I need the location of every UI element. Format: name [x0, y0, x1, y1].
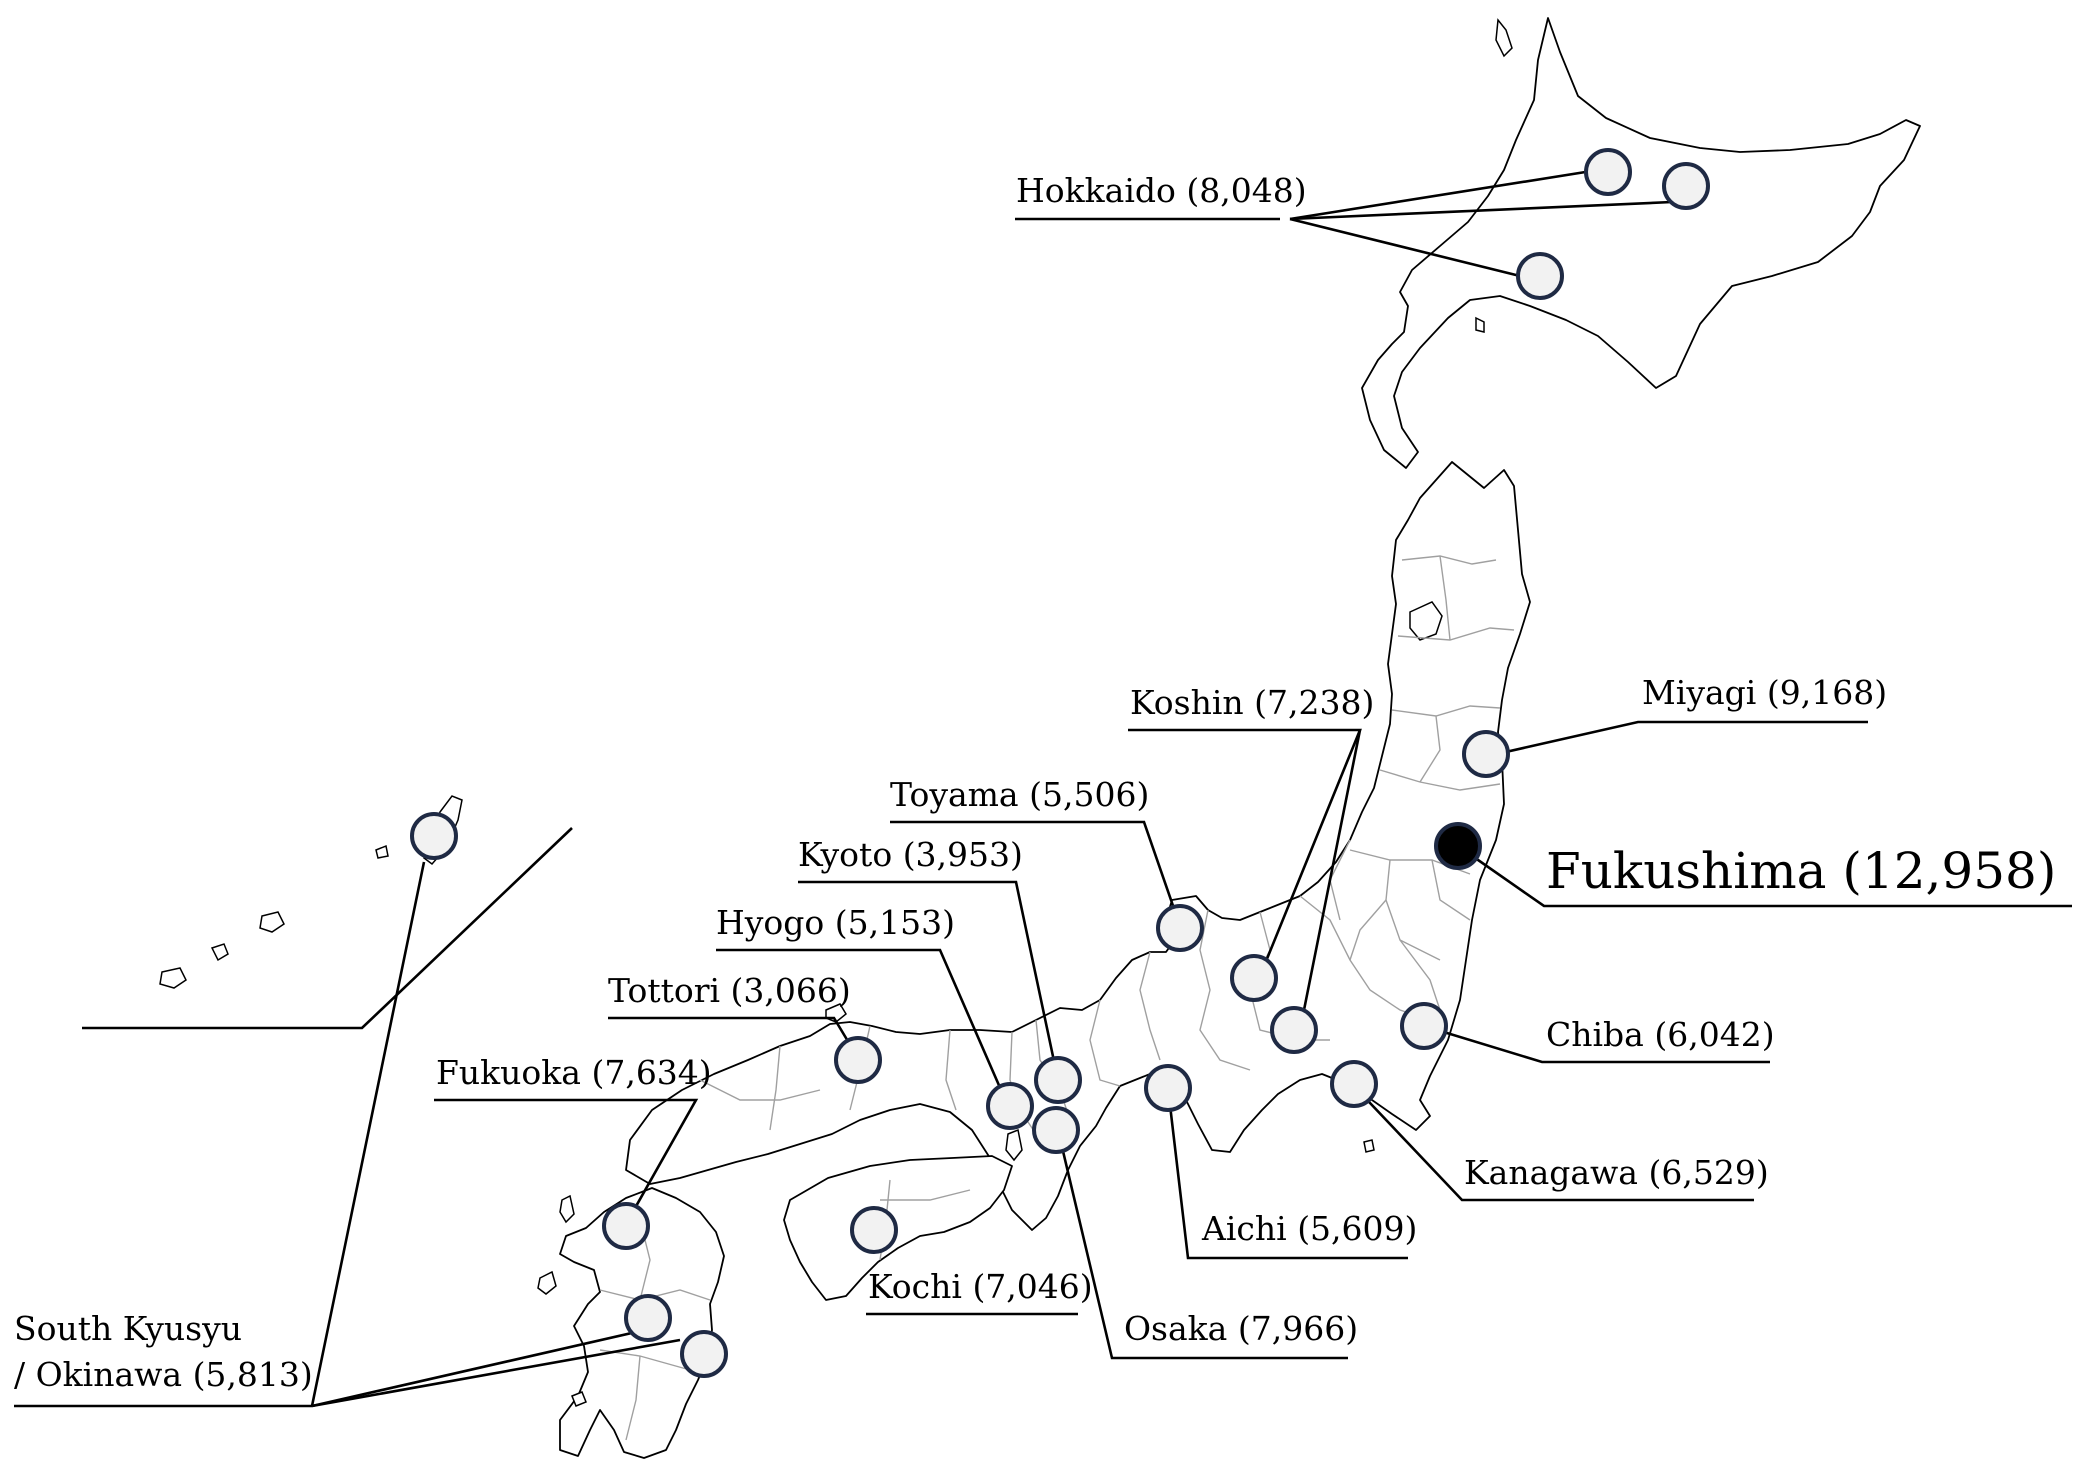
label-koshin: Koshin (7,238) [1130, 683, 1374, 722]
marker-hokkaido-2[interactable] [1662, 162, 1710, 210]
label-miyagi: Miyagi (9,168) [1642, 673, 1887, 712]
rebun-island [1495, 18, 1513, 58]
label-kyoto: Kyoto (3,953) [798, 835, 1023, 874]
marker-koshin-2[interactable] [1270, 1006, 1318, 1054]
label-hokkaido: Hokkaido (8,048) [1016, 171, 1307, 210]
marker-hokkaido-3[interactable] [1516, 252, 1564, 300]
marker-kochi[interactable] [850, 1206, 898, 1254]
label-tottori: Tottori (3,066) [608, 971, 851, 1010]
tsushima-island [559, 1194, 575, 1224]
okushiri-island [1475, 316, 1485, 333]
yakushima-island [571, 1391, 587, 1407]
marker-hokkaido-1[interactable] [1584, 148, 1632, 196]
marker-chiba[interactable] [1400, 1002, 1448, 1050]
label-toyama: Toyama (5,506) [890, 775, 1149, 814]
label-kochi: Kochi (7,046) [868, 1267, 1093, 1306]
ryukyu-islet-4 [375, 844, 389, 859]
label-group: Hokkaido (8,048) Miyagi (9,168) Fukushim… [14, 171, 2056, 1394]
marker-south-kyusyu-2[interactable] [680, 1330, 728, 1378]
label-south-kyusyu-line1: South Kyusyu [14, 1309, 242, 1348]
ryukyu-islet-1 [259, 911, 285, 933]
label-osaka: Osaka (7,966) [1124, 1309, 1358, 1348]
label-hyogo: Hyogo (5,153) [716, 903, 955, 942]
marker-hyogo[interactable] [986, 1082, 1034, 1130]
landmass-group [159, 17, 1921, 1459]
marker-aichi[interactable] [1144, 1064, 1192, 1112]
label-fukuoka: Fukuoka (7,634) [436, 1053, 712, 1092]
label-chiba: Chiba (6,042) [1546, 1015, 1775, 1054]
marker-kyoto[interactable] [1034, 1056, 1082, 1104]
label-fukushima: Fukushima (12,958) [1546, 842, 2056, 900]
leader-lines [14, 168, 2072, 1408]
marker-toyama[interactable] [1156, 904, 1204, 952]
sado-island [1409, 601, 1443, 641]
marker-fukuoka[interactable] [602, 1202, 650, 1250]
marker-south-kyusyu-1[interactable] [624, 1294, 672, 1342]
honshu-landmass [625, 461, 1531, 1231]
marker-miyagi[interactable] [1462, 730, 1510, 778]
ryukyu-islet-3 [159, 967, 187, 989]
izu-island [1363, 1139, 1375, 1153]
ryukyu-islet-2 [210, 943, 229, 962]
hokkaido-landmass [1361, 17, 1921, 469]
marker-tottori[interactable] [834, 1036, 882, 1084]
marker-osaka[interactable] [1032, 1106, 1080, 1154]
marker-fukushima[interactable] [1434, 822, 1482, 870]
marker-group [410, 148, 1710, 1378]
label-south-kyusyu-line2: / Okinawa (5,813) [14, 1355, 313, 1394]
marker-okinawa[interactable] [410, 812, 458, 860]
label-aichi: Aichi (5,609) [1201, 1209, 1417, 1248]
marker-kanagawa[interactable] [1330, 1060, 1378, 1108]
label-kanagawa: Kanagawa (6,529) [1464, 1153, 1769, 1192]
goto-island [537, 1270, 557, 1295]
marker-koshin-1[interactable] [1230, 954, 1278, 1002]
awaji-island [1005, 1128, 1023, 1162]
shikoku-landmass [783, 1155, 1013, 1301]
